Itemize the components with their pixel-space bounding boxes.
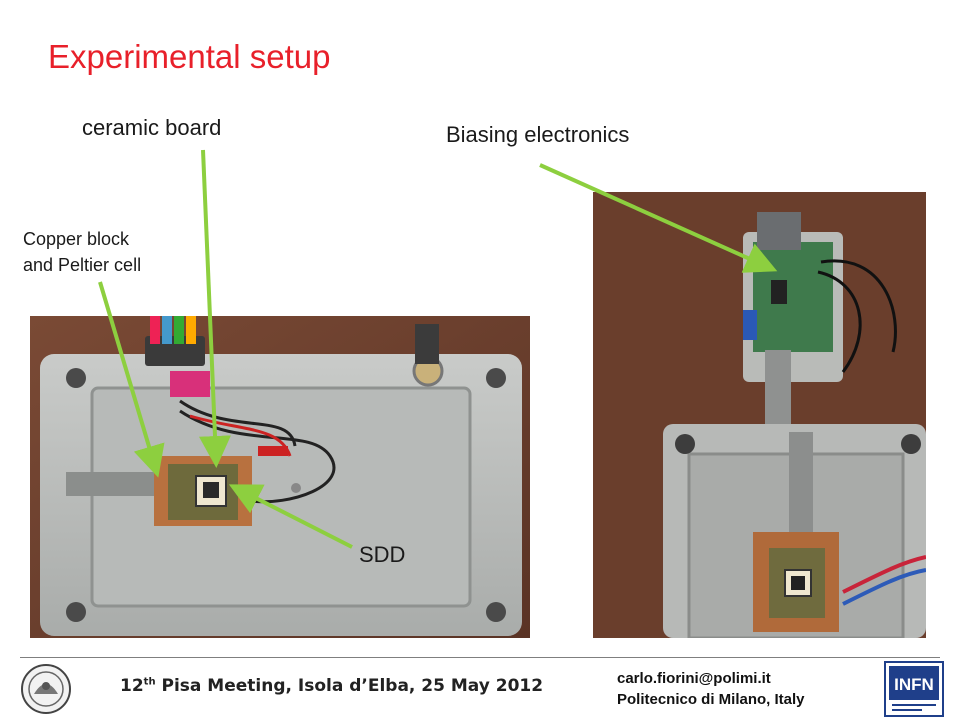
biasing-electronics-label: Biasing electronics (446, 122, 630, 147)
meeting-details: Pisa Meeting, Isola d’Elba, 25 May 2012 (155, 676, 544, 696)
copper-block-label-line2: and Peltier cell (23, 255, 142, 275)
slide-title: Experimental setup (48, 38, 331, 75)
footer-divider (20, 657, 940, 658)
arrow-ceramic-board (199, 149, 231, 468)
left-setup-photo (30, 316, 530, 638)
arrow-biasing-electronics (539, 163, 778, 273)
meeting-ordinal: th (143, 676, 156, 688)
politecnico-logo (20, 662, 72, 716)
infn-logo: INFN (884, 661, 944, 717)
copper-block-label-line1: Copper block (23, 229, 130, 249)
ceramic-board-label: ceramic board (82, 115, 222, 140)
infn-logo-text: INFN (894, 675, 934, 694)
contact-affiliation: Politecnico di Milano, Italy (617, 691, 805, 708)
arrow-sdd (228, 484, 353, 549)
meeting-footer: 12th Pisa Meeting, Isola d’Elba, 25 May … (120, 676, 543, 696)
meeting-number: 12 (120, 676, 144, 696)
contact-info: carlo.fiorini@polimi.it Politecnico di M… (617, 668, 805, 710)
sdd-label: SDD (359, 542, 406, 567)
contact-email: carlo.fiorini@polimi.it (617, 670, 771, 687)
copper-block-label: Copper block and Peltier cell (23, 226, 141, 278)
arrow-copper-block (98, 281, 165, 478)
